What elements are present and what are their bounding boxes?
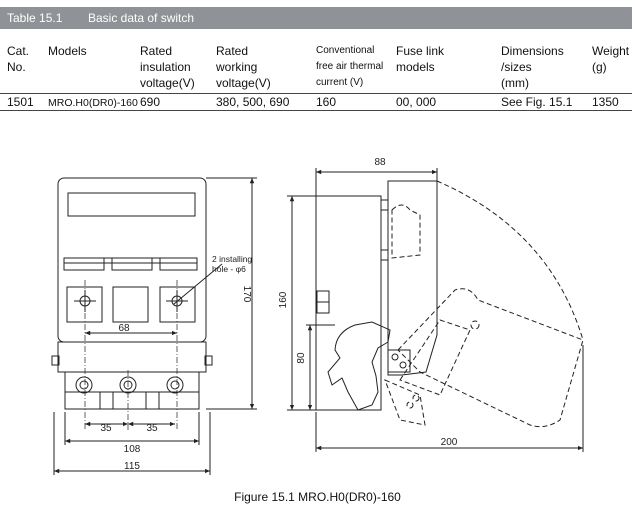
front-rail (63, 257, 198, 264)
header-weight-line3: (g) (592, 60, 607, 74)
dim-overall-width: 115 (124, 461, 140, 472)
dim-side-lower: 80 (296, 352, 307, 364)
header-weight: Weight (g) (592, 43, 629, 75)
dim-pitch-left: 35 (100, 423, 112, 434)
header-thermal-line1: Conventional (316, 45, 375, 56)
header-dims: Dimensions /sizes (mm) (501, 43, 564, 91)
row-working: 380, 500, 690 (216, 95, 290, 109)
side-handle-closed (387, 180, 438, 376)
table-number: Table 15.1 (7, 11, 63, 25)
hole-note-line2: hole - φ6 (212, 264, 246, 274)
header-fuse-line2: models (396, 60, 435, 74)
table-title: Basic data of switch (88, 11, 195, 25)
header-thermal-line3: current (V) (316, 77, 364, 88)
front-slot-right (159, 257, 198, 271)
front-view (51, 177, 257, 475)
header-rule (0, 93, 632, 94)
front-window-middle (112, 286, 149, 323)
terminal-block (64, 371, 200, 410)
row-fuse: 00, 000 (396, 95, 437, 109)
header-dims-line2: /sizes (501, 60, 532, 74)
terminal-screws (75, 376, 184, 394)
front-window-right (159, 286, 196, 323)
header-insulation-line1: Rated (140, 44, 173, 58)
row-thermal: 160 (316, 95, 337, 109)
row-rule (0, 110, 632, 111)
front-base (57, 341, 207, 373)
header-working: Rated working voltage(V) (216, 43, 271, 91)
side-dimension-labels: 88 160 80 200 (278, 157, 458, 448)
row-dims: See Fig. 15.1 (501, 95, 573, 109)
side-view (287, 168, 584, 452)
row-weight: 1350 (592, 95, 619, 109)
header-dims-line3: (mm) (501, 76, 529, 90)
front-slot-left (63, 257, 105, 271)
dim-front-height: 170 (241, 286, 252, 303)
hole-leader-line (173, 263, 223, 305)
dim-side-height: 160 (278, 291, 289, 308)
front-slot-middle (111, 257, 153, 271)
side-pivot (387, 349, 411, 373)
header-cat: Cat. No. (7, 43, 29, 75)
dim-pitch-right: 35 (146, 423, 158, 434)
table-title-bar: Table 15.1 Basic data of switch (0, 7, 632, 29)
front-housing (57, 177, 207, 343)
header-dims-line1: Dimensions (501, 44, 564, 58)
header-models: Models (48, 43, 87, 59)
row-insulation: 690 (140, 95, 161, 109)
side-body (315, 195, 382, 411)
header-cat-line2: No. (7, 60, 26, 74)
header-cat-line1: Cat. (7, 44, 30, 58)
dim-hole-spacing: 68 (118, 323, 130, 334)
handle-open-position (384, 180, 584, 428)
front-label-window (67, 192, 196, 217)
side-contact (327, 321, 391, 411)
hole-note-line1: 2 installing (212, 254, 252, 264)
header-thermal: Conventional free air thermal current (V… (316, 43, 383, 91)
dim-side-depth: 88 (374, 157, 386, 168)
row-cat: 1501 (7, 95, 34, 109)
header-working-line1: Rated (216, 44, 249, 58)
header-fuse-line1: Fuse link (396, 44, 445, 58)
header-insulation: Rated insulation voltage(V) (140, 43, 195, 91)
dim-base-width: 108 (124, 444, 141, 455)
dim-swing-width: 200 (441, 437, 458, 448)
header-weight-line1: Weight (592, 44, 630, 58)
header-insulation-line2: insulation (140, 60, 191, 74)
header-working-line3: voltage(V) (216, 76, 271, 90)
header-working-line2: working (216, 60, 258, 74)
row-model: MRO.H0(DR0)-160 (48, 97, 138, 109)
header-thermal-line2: free air thermal (316, 61, 384, 72)
header-fuse: Fuse link models (396, 43, 444, 75)
figure-caption: Figure 15.1 MRO.H0(DR0)-160 (234, 490, 401, 504)
front-dimension-labels: 68 35 35 108 115 170 2 installing hole -… (100, 254, 252, 472)
header-models-line1: Models (48, 44, 87, 58)
switch-drawing: 68 35 35 108 115 170 2 installing hole -… (51, 157, 584, 475)
header-insulation-line3: voltage(V) (140, 76, 195, 90)
front-window-left (66, 286, 103, 323)
